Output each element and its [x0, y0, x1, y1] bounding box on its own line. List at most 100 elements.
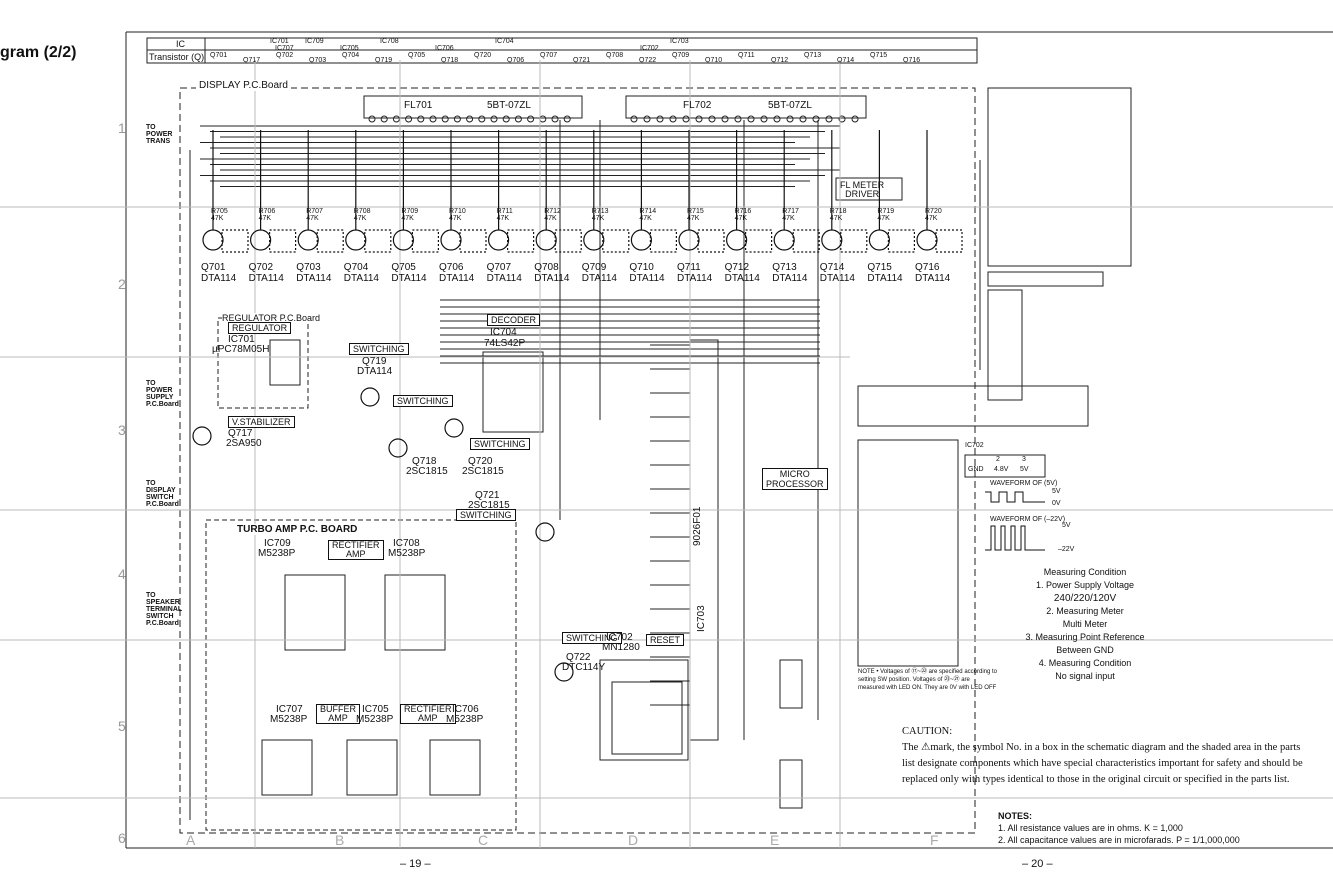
- header-ic-ref: IC704: [495, 38, 514, 45]
- transistor-inner-box-q702: [269, 229, 297, 253]
- transistor-ref-q705: Q705: [391, 262, 416, 273]
- transistor-ref-q716: Q716: [915, 262, 940, 273]
- transistor-ref-q714: Q714: [819, 262, 845, 273]
- transistor-inner-box-q710: [649, 229, 678, 253]
- fl701-pin: [514, 115, 522, 123]
- column-label-c: C: [478, 832, 489, 848]
- fl701-part: 5BT-07ZL: [487, 100, 531, 111]
- transistor-symbol-q713: [773, 229, 795, 251]
- waveform-1-lo: 0V: [1052, 500, 1061, 507]
- waveform-2-graph: [985, 525, 1045, 551]
- transistor-inner-box-q712: [744, 229, 773, 253]
- header-q-ref: Q706: [507, 57, 525, 64]
- measuring-condition: Measuring Condition 1. Power Supply Volt…: [1000, 566, 1170, 683]
- fl702-pin: [669, 115, 677, 123]
- transistor-ref-q701: Q701: [201, 262, 226, 273]
- fl702-pin: [825, 115, 833, 123]
- page-title: gram (2/2): [0, 44, 77, 61]
- column-label-d: D: [628, 832, 639, 848]
- header-q-ref: Q718: [441, 57, 459, 64]
- transistor-symbol-q716: [916, 229, 938, 251]
- fl701-pin: [368, 115, 376, 123]
- transistor-inner-box-q706: [459, 229, 487, 253]
- transistor-inner-box-q704: [364, 229, 392, 253]
- fl701-pin: [490, 115, 498, 123]
- transistor-resistor-q714: R718 47K: [829, 208, 847, 222]
- fl702-pin: [734, 115, 742, 123]
- q722-part: DTC114Y: [562, 662, 606, 673]
- transistor-type-q714: DTA114: [819, 273, 855, 284]
- transistor-resistor-q711: R715 47K: [687, 208, 704, 222]
- ic702-table-h3: 3: [1022, 456, 1026, 463]
- measuring-line-6: Between GND: [1056, 645, 1114, 655]
- ic706-part: M5238P: [446, 714, 484, 725]
- header-q-ref: Q712: [771, 57, 789, 64]
- fl701-pin: [478, 115, 486, 123]
- q719-part: DTA114: [357, 366, 393, 377]
- header-ic-ref: IC709: [305, 38, 324, 45]
- header-q-ref: Q719: [375, 57, 393, 64]
- header-q-ref: Q711: [738, 52, 755, 59]
- transistor-ref-q702: Q702: [248, 262, 274, 273]
- row-label-1: 1: [118, 120, 126, 136]
- transistor-ref-q713: Q713: [772, 262, 797, 273]
- ic707-ref: IC707: [276, 704, 303, 715]
- header-transistor-label: Transistor (Q): [149, 52, 205, 62]
- measuring-line-5: 3. Measuring Point Reference: [1025, 632, 1145, 642]
- header-q-ref: Q721: [573, 57, 591, 64]
- transistor-ref-q710: Q710: [629, 262, 654, 273]
- transistor-inner-box-q709: [602, 229, 630, 253]
- fl701-pin: [502, 115, 510, 123]
- transistor-inner-box-q716: [935, 229, 963, 253]
- transistor-inner-box-q713: [792, 229, 820, 253]
- transistor-resistor-q701: R705 47K: [211, 208, 228, 222]
- header-ic-ref: IC706: [435, 45, 454, 52]
- fl702-pin: [643, 115, 651, 123]
- transistor-resistor-q708: R712 47K: [544, 208, 561, 222]
- fl701-ref: FL701: [404, 100, 433, 111]
- q719-ref: Q719: [362, 356, 387, 367]
- header-ic-ref: IC701: [270, 38, 289, 45]
- header-q-ref: Q708: [606, 52, 624, 59]
- q720-ref: Q720: [468, 456, 493, 467]
- header-q-ref: Q703: [309, 57, 327, 64]
- caution-title: CAUTION:: [902, 726, 953, 737]
- transistor-type-q716: DTA114: [915, 273, 951, 284]
- fl702-pin: [812, 115, 820, 123]
- caution-text: The ⚠mark, the symbol No. in a box in th…: [902, 742, 1303, 785]
- q721-ref: Q721: [475, 490, 500, 501]
- switching-tag-5: SWITCHING: [562, 632, 622, 644]
- transistor-type-q715: DTA114: [867, 273, 903, 284]
- ic702-table-gnd: GND: [968, 466, 984, 473]
- ic702-table-pin3: 5V: [1020, 466, 1029, 473]
- header-q-ref: Q717: [243, 57, 261, 64]
- notes-block: NOTES: 1. All resistance values are in o…: [998, 810, 1298, 846]
- ic703-ref: IC703: [696, 605, 707, 632]
- connector-power-supply: TO POWER SUPPLY P.C.Board: [146, 380, 179, 408]
- rectifier-amp-tag-1: RECTIFIER AMP: [328, 540, 384, 560]
- transistor-resistor-q716: R720 47K: [925, 208, 942, 222]
- transistor-resistor-q710: R714 47K: [639, 208, 657, 222]
- transistor-ref-q708: Q708: [534, 262, 559, 273]
- ic701-part: µPC78M05H: [212, 344, 270, 355]
- transistor-resistor-q703: R707 47K: [306, 208, 323, 222]
- column-label-b: B: [335, 832, 345, 848]
- row-label-4: 4: [118, 566, 126, 582]
- ic705-part: M5238P: [356, 714, 394, 725]
- reset-tag: RESET: [646, 634, 685, 646]
- connector-speaker-switch: TO SPEAKER TERMINAL SWITCH P.C.Board: [146, 592, 183, 627]
- row-label-5: 5: [118, 718, 126, 734]
- rectifier-amp-tag-2: RECTIFIER AMP: [400, 704, 456, 724]
- fl701-pin: [453, 115, 461, 123]
- fl702-pin: [682, 115, 690, 123]
- fl701-pin: [380, 115, 388, 123]
- transistor-symbol-q704: [345, 229, 367, 251]
- header-ic-ref: IC707: [275, 45, 294, 52]
- fl701-pin: [466, 115, 474, 123]
- transistor-symbol-q701: [202, 229, 224, 251]
- fl701-pin: [429, 115, 437, 123]
- transistor-inner-box-q701: [221, 229, 249, 253]
- ic702-ref: IC702: [606, 632, 633, 643]
- header-q-ref: Q709: [672, 52, 690, 59]
